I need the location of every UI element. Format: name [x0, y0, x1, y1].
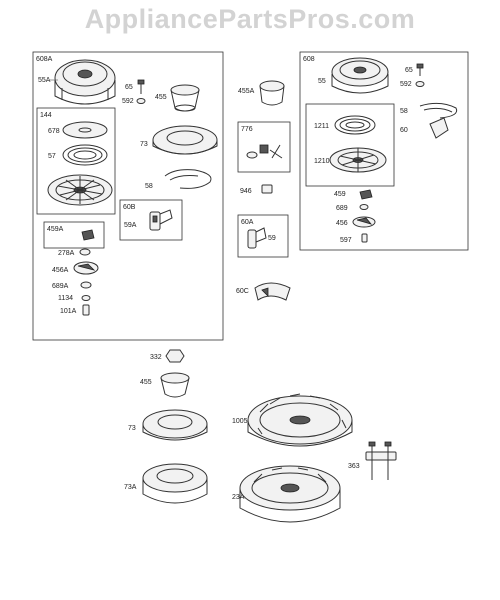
spring-278A-icon [79, 248, 91, 256]
flywheel-1005 [247, 393, 353, 447]
group-label-60B: 60B [123, 204, 136, 211]
group-label-776: 776 [241, 126, 253, 133]
part-label-55: 55 [318, 78, 326, 85]
part-label-459: 459 [334, 191, 346, 198]
part-label-332: 332 [150, 354, 162, 361]
recoil-housing-55A [54, 59, 116, 105]
brake-bracket-363 [365, 441, 397, 480]
retainer-456A-icon [73, 261, 99, 275]
cup-plate-73-lower [142, 409, 208, 441]
part-label-1211: 1211 [314, 123, 329, 130]
part-label-946: 946 [240, 188, 252, 195]
pulley-wheel [47, 174, 113, 206]
screw-597-icon [361, 233, 368, 243]
part-label-101A: 101A [60, 308, 77, 315]
handle-60C [254, 282, 291, 301]
retainer-456-icon [352, 216, 376, 228]
rewind-spring-57 [62, 144, 108, 166]
part-label-59: 59 [268, 235, 276, 242]
spacer-1134-icon [81, 295, 91, 301]
part-label-592-a: 592 [122, 98, 134, 105]
part-label-73-lower: 73 [128, 425, 136, 432]
starter-cup-455-lower [160, 372, 190, 398]
starter-rope-58 [164, 169, 212, 189]
part-label-65-a: 65 [125, 84, 133, 91]
rewind-spring-1211 [334, 115, 376, 135]
part-label-58-b: 58 [400, 108, 408, 115]
starter-rope-58-b [419, 102, 458, 119]
part-label-58-a: 58 [145, 183, 153, 190]
handle-60 [429, 117, 449, 139]
nut-946-icon [261, 184, 273, 194]
part-label-456: 456 [336, 220, 348, 227]
group-box-60A [237, 214, 289, 258]
part-label-1134: 1134 [58, 295, 73, 302]
part-label-59A: 59A [124, 222, 137, 229]
part-label-592-b: 592 [400, 81, 412, 88]
part-label-363: 363 [348, 463, 360, 470]
part-label-60: 60 [400, 127, 408, 134]
part-label-1210: 1210 [314, 158, 330, 165]
part-label-23A: 23A [232, 494, 245, 501]
handle-59A [149, 209, 173, 231]
part-label-1005: 1005 [232, 418, 248, 425]
part-label-689: 689 [336, 205, 348, 212]
part-label-57: 57 [48, 153, 56, 160]
group-box-144 [36, 107, 116, 215]
pawl-459A-icon [81, 229, 95, 241]
cup-plate-73A [142, 463, 208, 504]
group-box-459A [43, 221, 105, 249]
handle-59 [247, 227, 267, 249]
recoil-housing-55 [331, 57, 389, 94]
part-label-678: 678 [48, 128, 60, 135]
screw-101A-icon [82, 304, 90, 316]
pawl-459-icon [359, 189, 373, 200]
cup-plate-73 [152, 125, 218, 155]
bolt-65-b-icon [416, 63, 424, 76]
washer-592-b-icon [415, 81, 425, 87]
cup-455A [259, 80, 285, 106]
group-box-776 [237, 121, 291, 173]
group-label-144: 144 [40, 112, 52, 119]
starter-cup-455 [170, 84, 200, 112]
pulley-1210 [329, 147, 387, 173]
part-label-55A: 55A [38, 77, 51, 84]
spring-cover-678 [62, 121, 108, 139]
part-label-455A: 455A [238, 88, 255, 95]
group-label-608: 608 [303, 56, 315, 63]
part-label-455-lower: 455 [140, 379, 152, 386]
part-label-456A: 456A [52, 267, 69, 274]
washer-592-icon [136, 98, 146, 104]
washer-689-icon [359, 204, 369, 210]
watermark: AppliancePartsPros.com [84, 4, 416, 34]
group-label-60A: 60A [241, 219, 254, 226]
group-label-459A: 459A [47, 226, 64, 233]
washer-689A-icon [80, 281, 92, 289]
part-label-73: 73 [140, 141, 148, 148]
hardware-776-icon [246, 144, 283, 159]
part-label-597: 597 [340, 237, 352, 244]
part-label-689A: 689A [52, 283, 69, 290]
part-label-455: 455 [155, 94, 167, 101]
part-label-278A: 278A [58, 250, 75, 257]
group-box-608A [32, 51, 224, 341]
group-label-608A: 608A [36, 56, 53, 63]
bolt-65-icon [137, 79, 145, 94]
group-box-60B [119, 199, 183, 241]
group-box-608-inner [305, 103, 395, 187]
group-box-608 [299, 51, 469, 251]
nut-332-icon [165, 349, 185, 363]
part-label-65-b: 65 [405, 67, 413, 74]
part-label-60C: 60C [236, 288, 249, 295]
part-label-73A: 73A [124, 484, 137, 491]
flywheel-23A [239, 465, 341, 523]
